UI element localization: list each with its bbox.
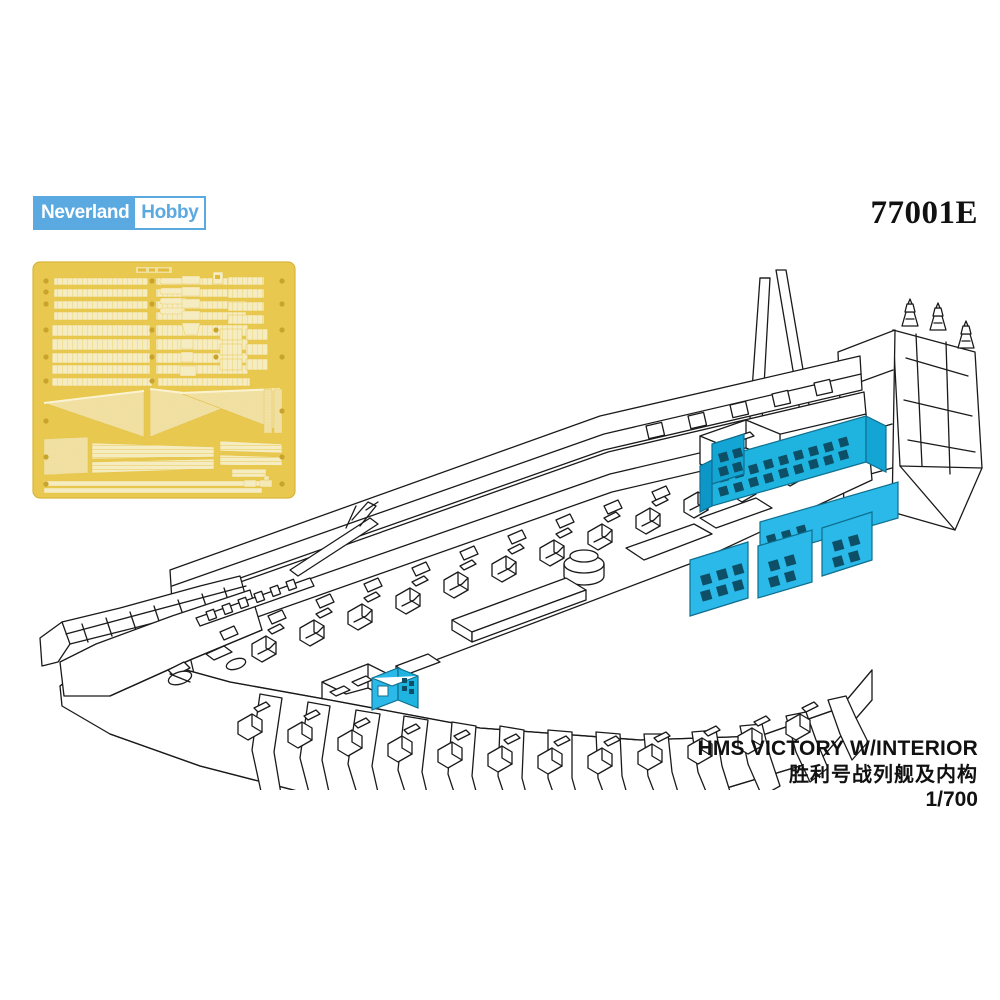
cannon-unit	[287, 709, 321, 749]
cannon-unit	[437, 729, 471, 769]
pe-part-mid-panel-b	[757, 529, 813, 599]
stern-lantern-right	[957, 320, 975, 349]
cannon-unit	[251, 623, 285, 663]
cannon-unit	[785, 701, 819, 741]
anchor-stock	[225, 657, 247, 671]
brand-logo-secondary: Hobby	[135, 198, 205, 228]
product-scale: 1/700	[925, 788, 978, 811]
ship-illustration	[39, 269, 983, 790]
cannon-unit	[491, 543, 525, 583]
cannon-unit	[387, 723, 421, 763]
deck-grating	[699, 497, 773, 529]
cannon-unit	[587, 511, 621, 551]
pe-part-aft-left-return	[699, 459, 713, 513]
cannon-unit	[443, 559, 477, 599]
fret-flag-part	[212, 271, 224, 285]
cannon-unit	[737, 715, 771, 755]
cannon-unit	[337, 717, 371, 757]
cannon-unit	[635, 495, 669, 535]
deck-grating	[625, 523, 713, 561]
stern-transom	[891, 329, 983, 531]
pe-part-aft-grid-panel-1	[711, 433, 745, 485]
stern-lantern-left	[901, 298, 919, 327]
cannon-unit	[237, 701, 271, 741]
cannon-unit	[487, 733, 521, 773]
cannon-unit	[637, 731, 671, 771]
cannon-unit	[395, 575, 429, 615]
cannon-row-lower	[237, 701, 819, 775]
cannon-unit	[299, 607, 333, 647]
hull-details	[167, 657, 247, 686]
stern-lantern-center	[929, 302, 947, 331]
deck-fittings	[395, 497, 773, 683]
product-title-cn: 胜利号战列舰及内构	[789, 762, 978, 786]
product-code: 77001E	[870, 195, 978, 231]
brand-logo-primary: Neverland	[35, 198, 136, 228]
fret-center-parts-group	[179, 275, 201, 377]
product-title-en: HMS VICTORY W/INTERIOR	[697, 737, 978, 760]
cannon-unit	[539, 527, 573, 567]
fret-netting-parts-group	[43, 388, 283, 438]
pe-part-midship-companionway	[371, 667, 419, 711]
bowsprit	[289, 501, 379, 577]
fret-gallery-parts-group	[219, 276, 269, 371]
capstan	[563, 549, 605, 586]
cannon-unit	[537, 735, 571, 775]
photo-etch-fret	[32, 261, 296, 499]
upper-gunports	[645, 378, 834, 440]
cannon-unit	[587, 735, 621, 775]
fret-ladder-strips-group	[43, 436, 283, 494]
brand-logo: Neverland Hobby	[33, 196, 207, 230]
pe-highlight-group	[371, 415, 899, 711]
fret-part-number-markers	[43, 278, 285, 487]
forecastle-rail	[195, 577, 315, 627]
fret-small-fittings-group	[159, 277, 189, 315]
cannon-unit	[687, 725, 721, 765]
pe-part-aft-end-panel	[865, 415, 887, 473]
pe-part-mid-panel-c	[821, 511, 873, 577]
stern-lantern-group	[901, 298, 975, 349]
forecastle-bollards	[205, 578, 298, 622]
pe-part-mid-panel-a	[689, 541, 749, 617]
fret-brand-mark	[136, 267, 172, 273]
cannon-unit	[347, 591, 381, 631]
title-block: HMS VICTORY W/INTERIOR 胜利号战列舰及内构 1/700	[697, 736, 978, 813]
fret-railings-group	[51, 277, 251, 387]
